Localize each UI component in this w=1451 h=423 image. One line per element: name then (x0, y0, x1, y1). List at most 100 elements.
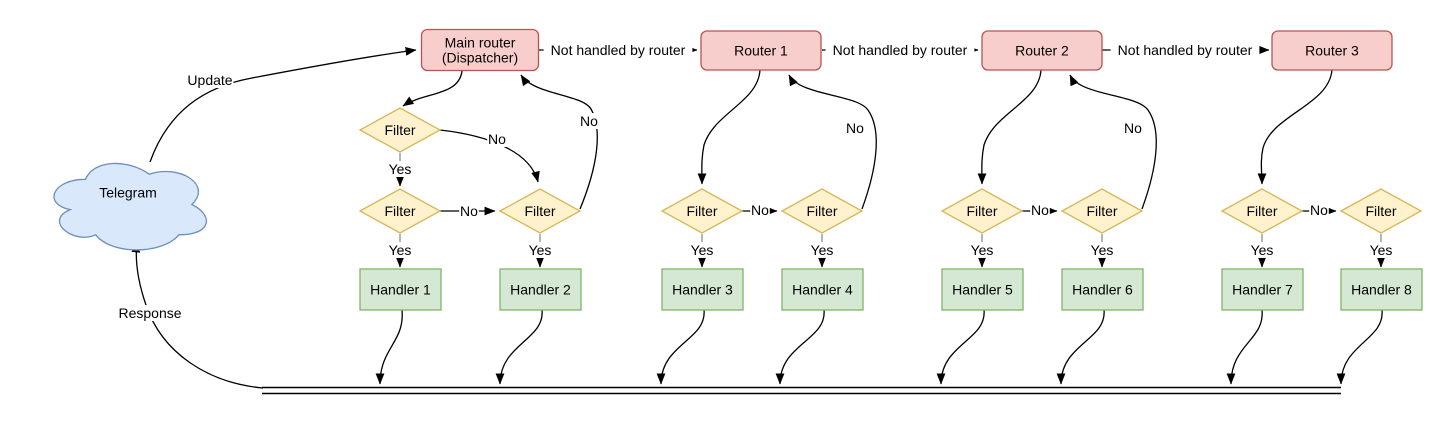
edge-label-r1-inner-no: No (751, 202, 769, 218)
edge-not-handled-1: Not handled by router (539, 42, 698, 58)
filter-main-right-shape (498, 188, 582, 234)
edge-main-return-no: No (520, 74, 599, 210)
main-router-label: Main router (445, 35, 516, 51)
edge-label-bg (1030, 202, 1050, 218)
edge-main-left-yes: Yes (386, 234, 414, 268)
edge-r3-inner-no: No (1302, 202, 1337, 218)
edge-handler-5-to-bus (936, 309, 985, 385)
node-telegram: Telegram (53, 162, 208, 251)
edge-handler-1-to-bus (375, 309, 403, 385)
edge-label-update: Update (187, 72, 232, 88)
handler-8-shape (1340, 268, 1423, 311)
handler-4-label: Handler 4 (792, 282, 853, 298)
filter-r1-left-label: Filter (686, 203, 717, 219)
edge-label-bg (386, 161, 414, 177)
edge-label-bg (487, 131, 507, 147)
response-bus (262, 386, 1341, 395)
edge-handler-6-to-bus (1056, 309, 1105, 385)
filter-r3-left-label: Filter (1246, 203, 1277, 219)
filter-main-right-label: Filter (524, 203, 555, 219)
node-filter-main-left: Filter (358, 188, 442, 234)
edge-label-bg (526, 242, 554, 258)
edge-label-bg (808, 242, 836, 258)
filter-r1-left-shape (660, 188, 744, 234)
filter-main-top-label: Filter (384, 122, 415, 138)
edge-label-bg (1110, 42, 1260, 58)
edge-label-bg (1123, 120, 1143, 136)
handler-1-label: Handler 1 (370, 282, 431, 298)
handler-4-shape (781, 268, 864, 311)
node-handler-3: Handler 3 (661, 268, 744, 311)
handler-5-label: Handler 5 (952, 282, 1013, 298)
edge-main-right-yes: Yes (526, 234, 554, 268)
router-3-label: Router 3 (1305, 43, 1359, 59)
edge-handler-7-to-bus (1226, 309, 1263, 385)
edge-handler-8-to-bus (1336, 309, 1383, 385)
edge-r1-to-filter (697, 69, 761, 185)
main-router-shape (420, 28, 540, 72)
edge-not-handled-3: Not handled by router (1102, 42, 1270, 58)
handler-3-label: Handler 3 (672, 282, 733, 298)
edge-label-main-right-yes: Yes (529, 242, 552, 258)
handler-6-shape (1061, 268, 1144, 311)
edge-label-bg (186, 72, 234, 88)
edge-label-main-inner-no: No (460, 203, 478, 219)
edge-handler-2-to-bus (495, 309, 543, 385)
edge-label-r3-right-yes: Yes (1370, 242, 1393, 258)
edge-label-response: Response (118, 305, 181, 321)
edge-label-bg (825, 42, 975, 58)
handler-7-label: Handler 7 (1232, 282, 1293, 298)
filter-r2-left-label: Filter (966, 203, 997, 219)
edge-label-r3-left-yes: Yes (1251, 242, 1274, 258)
edge-top-filter-yes: Yes (386, 153, 414, 187)
edge-label-bg (459, 203, 479, 219)
edge-update: Update (149, 46, 417, 163)
edge-label-r2-right-yes: Yes (1091, 242, 1114, 258)
router-2-label: Router 2 (1015, 43, 1069, 59)
node-handler-8: Handler 8 (1340, 268, 1423, 311)
node-handler-7: Handler 7 (1221, 268, 1304, 311)
filter-r1-right-shape (780, 188, 864, 234)
edge-label-not-handled-1: Not handled by router (551, 42, 686, 58)
edge-main-to-top-filter (402, 70, 463, 107)
edge-label-bg (845, 120, 865, 136)
filter-r2-left-shape (940, 188, 1024, 234)
filter-main-left-label: Filter (384, 203, 415, 219)
node-handler-4: Handler 4 (781, 268, 864, 311)
node-filter-r1-right: Filter (780, 188, 864, 234)
edge-label-main-left-yes: Yes (389, 242, 412, 258)
filter-r3-right-shape (1339, 188, 1423, 234)
filter-main-top-shape (358, 107, 442, 153)
edge-r1-inner-no: No (742, 202, 778, 218)
node-handler-2: Handler 2 (499, 268, 582, 311)
edge-handler-4-to-bus (775, 309, 825, 385)
node-filter-r2-left: Filter (940, 188, 1024, 234)
filter-r3-left-shape (1220, 188, 1304, 234)
node-filter-main-top: Filter (358, 107, 442, 153)
edge-label-top-filter-yes: Yes (389, 161, 412, 177)
edge-not-handled-2: Not handled by router (822, 42, 979, 58)
filter-r3-right-label: Filter (1365, 203, 1396, 219)
telegram-shape (53, 162, 208, 251)
edge-handler-3-to-bus (656, 309, 705, 385)
edge-label-bg (750, 202, 770, 218)
node-handler-6: Handler 6 (1061, 268, 1144, 311)
node-filter-r2-right: Filter (1060, 188, 1144, 234)
edge-label-bg (543, 42, 693, 58)
filter-r1-right-label: Filter (806, 203, 837, 219)
edge-label-r1-return-no: No (846, 120, 864, 136)
node-handler-5: Handler 5 (941, 268, 1024, 311)
filter-main-left-shape (358, 188, 442, 234)
edge-r2-to-filter (977, 69, 1042, 185)
node-router-3: Router 3 (1271, 30, 1393, 71)
edge-label-bg (579, 113, 599, 129)
edge-r2-left-yes: Yes (968, 234, 996, 268)
edge-r1-right-yes: Yes (808, 234, 836, 268)
edge-label-bg (1248, 242, 1276, 258)
edge-label-r2-inner-no: No (1031, 202, 1049, 218)
edge-r1-return-no: No (788, 74, 877, 210)
edge-label-main-return-no: No (580, 113, 598, 129)
handler-1-shape (359, 268, 442, 311)
edge-label-bg (968, 242, 996, 258)
